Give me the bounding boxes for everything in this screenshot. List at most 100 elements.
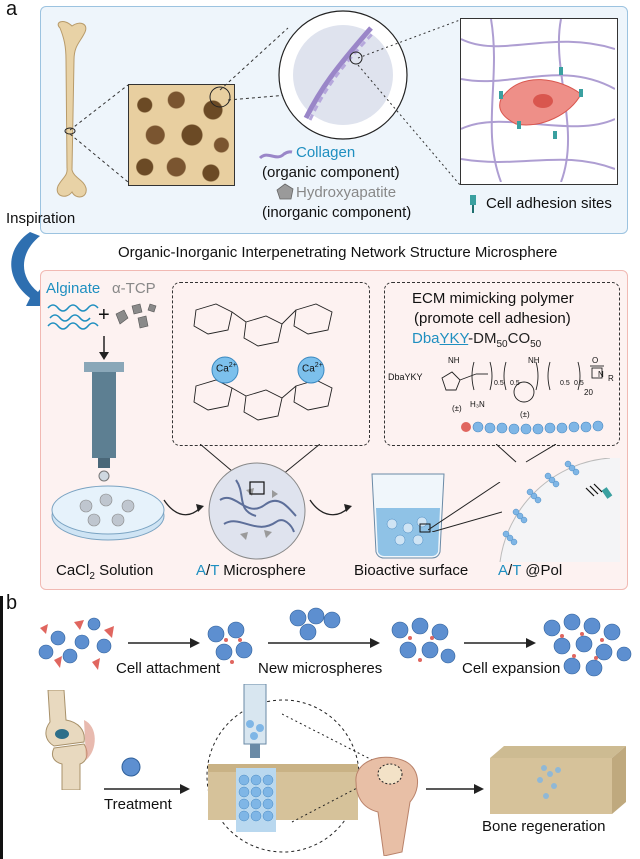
- chem-n-repeat: 20: [584, 388, 593, 397]
- treatment-label: Treatment: [104, 796, 172, 813]
- chem-v4: 0.5: [574, 380, 584, 387]
- pol-slash: /: [508, 562, 513, 579]
- step-arrow-1: [128, 638, 200, 648]
- polymer-chemical-structure: [441, 361, 604, 403]
- new-microspheres-cluster: [289, 607, 341, 641]
- cell-adhesion-label: Cell adhesion sites: [486, 195, 612, 212]
- tcp-label: α-TCP: [112, 280, 156, 297]
- inspiration-label: Inspiration: [6, 210, 76, 227]
- microspheres-cluster-2: [207, 621, 253, 664]
- curved-arrow-2: [309, 499, 352, 516]
- treatment-arrow: [104, 784, 190, 794]
- polymer-prefix: Dba: [412, 330, 440, 347]
- pol-t: T: [512, 562, 522, 579]
- down-arrow-1: [99, 336, 109, 360]
- injection-zoom-circle: [206, 684, 360, 853]
- cacl2-suffix: Solution: [94, 562, 154, 579]
- calcium-ion-2-label: Ca2+: [302, 362, 323, 374]
- pol-rest: @Pol: [521, 562, 563, 579]
- trabecular-zoom-circle: [209, 86, 231, 108]
- polymer-yky: YKY: [439, 330, 469, 347]
- calcium-ion-1: [211, 356, 239, 384]
- plus-sign: +: [98, 304, 110, 326]
- tcp-crystals-icon: [115, 303, 157, 329]
- chem-r: R: [608, 374, 614, 383]
- pol-surface-illustration: [499, 458, 620, 562]
- zoom-lines-beaker: [428, 482, 502, 532]
- ca-1: Ca: [216, 363, 229, 375]
- microspheres-cluster-4: [543, 613, 632, 677]
- polymer-mid: -DM: [468, 330, 497, 347]
- femur-head-illustration: [355, 756, 418, 856]
- trabecular-bone-image: [128, 84, 235, 186]
- chem-dba-label: DbaYKY: [388, 372, 423, 382]
- panel-a-heading: Organic-Inorganic Interpenetrating Netwo…: [118, 244, 558, 261]
- calcium-ion-1-label: Ca2+: [216, 362, 237, 374]
- bioactive-surface-label: Bioactive surface: [354, 562, 469, 579]
- microsphere-label: A/T Microsphere: [196, 562, 306, 579]
- panel-a-letter: a: [6, 0, 18, 20]
- collagen-label: Collagen: [296, 144, 356, 161]
- microsphere-a: A: [196, 562, 207, 579]
- zoom-lines-sphere: [357, 19, 461, 186]
- ecm-title-line2: (promote cell adhesion): [414, 310, 571, 327]
- collagen-desc: (organic component): [262, 164, 400, 181]
- regeneration-arrow: [426, 784, 484, 794]
- petri-dish-illustration: [51, 485, 165, 541]
- polymer-name: DbaYKY-DM50CO50: [412, 330, 541, 350]
- alginate-structure-box: [172, 282, 370, 446]
- polymer-sub2: 50: [530, 339, 542, 350]
- curved-arrow-1: [163, 499, 204, 516]
- cells-with-microspheres-1: [38, 617, 114, 670]
- polymer-co: CO: [507, 330, 531, 347]
- microsphere-slash: /: [206, 562, 211, 579]
- ca-1-sup: 2+: [228, 362, 237, 369]
- cell-expansion-label: Cell expansion: [462, 660, 561, 677]
- pol-label: A/T @Pol: [498, 562, 562, 579]
- microsphere-t: T: [210, 562, 220, 579]
- polymer-sub1: 50: [496, 339, 508, 350]
- ca-2-sup: 2+: [314, 362, 323, 369]
- chem-v2: 0.5: [510, 380, 520, 387]
- chem-v3: 0.5: [560, 380, 570, 387]
- chem-o: O: [592, 356, 599, 365]
- pol-a: A: [498, 562, 509, 579]
- panel-b-letter: b: [6, 592, 18, 614]
- zoom-lines-pol: [496, 444, 556, 463]
- ca-2: Ca: [302, 363, 315, 375]
- new-microspheres-label: New microspheres: [258, 660, 383, 677]
- ecm-title-line1: ECM mimicking polymer: [412, 290, 574, 307]
- cell-attachment-label: Cell attachment: [116, 660, 221, 677]
- nozzle-illustration: [84, 362, 124, 482]
- zoom-lines-femur-head: [282, 713, 381, 823]
- chem-nh-1: NH: [448, 356, 460, 365]
- cell-adhesion-icon: [470, 195, 476, 213]
- chem-n-atom: N: [598, 370, 604, 379]
- bone-regeneration-label: Bone regeneration: [482, 818, 606, 835]
- hydroxyapatite-desc: (inorganic component): [262, 204, 412, 221]
- panel-b-left-rule: [0, 596, 3, 859]
- hydroxyapatite-label: Hydroxyapatite: [296, 184, 397, 201]
- zoom-lines-bone: [70, 84, 129, 183]
- collagen-legend-icon: [258, 150, 293, 160]
- cacl2-prefix: CaCl: [56, 562, 90, 579]
- chem-pm-2: (±): [520, 410, 530, 419]
- single-microsphere: [121, 757, 141, 777]
- alginate-label: Alginate: [46, 280, 101, 297]
- calcium-ion-2: [297, 356, 325, 384]
- microspheres-cluster-3: [391, 617, 456, 664]
- chem-nh-2: NH: [528, 356, 540, 365]
- knee-joint-illustration: [45, 690, 95, 790]
- chem-h3n: H₃N: [470, 400, 485, 409]
- polymer-bead-chain: [461, 420, 604, 435]
- chem-v1: 0.5: [494, 380, 504, 387]
- cacl2-subscript: 2: [89, 571, 95, 582]
- hydroxyapatite-legend-icon: [276, 183, 294, 200]
- regenerated-bone-block: [490, 746, 626, 814]
- step-arrow-3: [464, 638, 536, 648]
- microsphere-rest: Microsphere: [219, 562, 306, 579]
- cacl2-solution-label: CaCl2 Solution: [56, 562, 153, 582]
- ecm-microsphere-illustration: [208, 462, 306, 560]
- cell-network-illustration: [461, 19, 615, 182]
- chem-pm-1: (±): [452, 404, 462, 413]
